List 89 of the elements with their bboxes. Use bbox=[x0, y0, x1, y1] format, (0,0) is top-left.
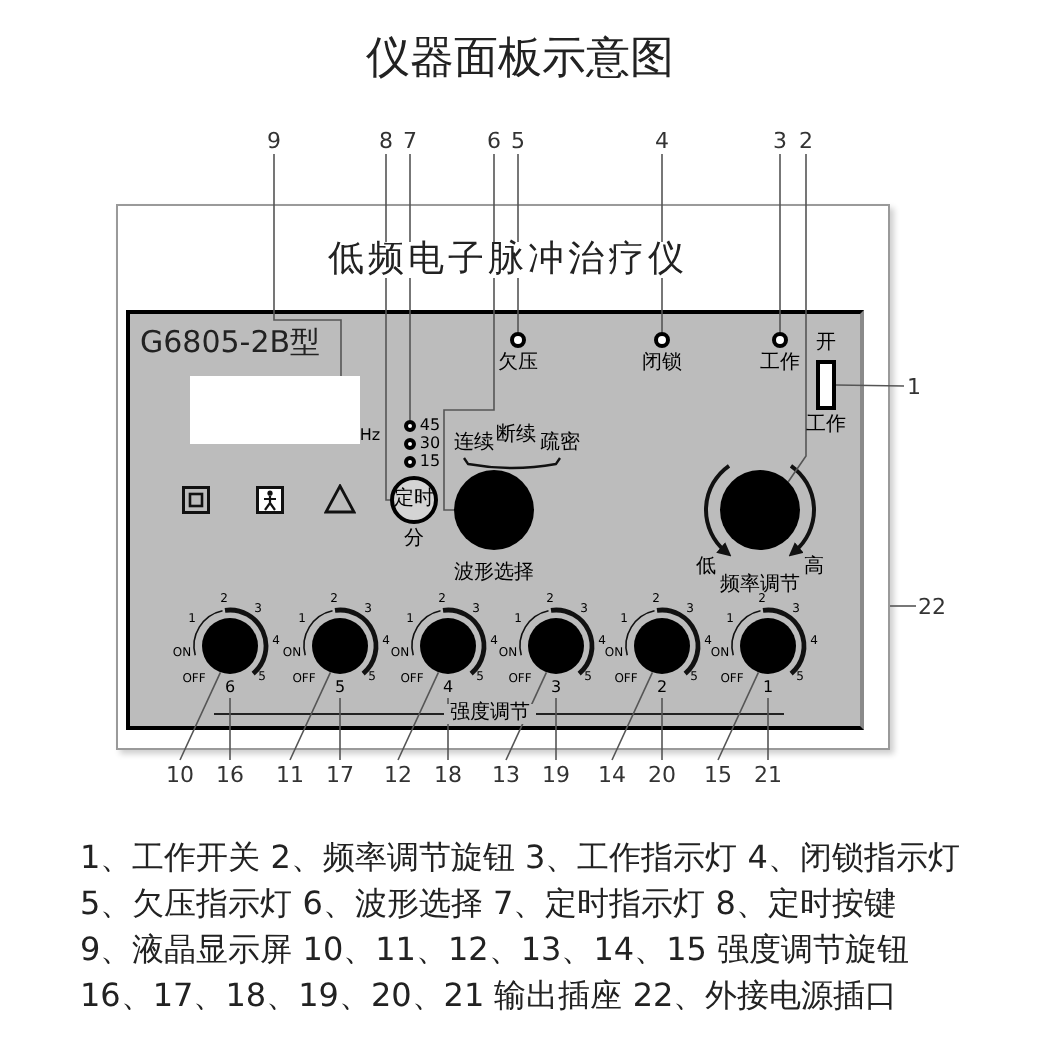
scale-label: 连续 bbox=[454, 434, 494, 454]
note-text: 16、17、18、19、20、21 输出插座 22、外接电源插口 bbox=[80, 978, 900, 1014]
leader-line bbox=[443, 153, 495, 511]
callout-number: 2 bbox=[794, 126, 818, 154]
callout-number: 7 bbox=[398, 126, 422, 154]
callout-number: 6 bbox=[482, 126, 506, 154]
leader-line bbox=[779, 153, 781, 333]
leader-line bbox=[661, 697, 663, 761]
part-caption: 闭锁 bbox=[642, 354, 682, 374]
model-label: G6805-2B型 bbox=[140, 328, 321, 358]
leader-line bbox=[229, 697, 231, 761]
socket-number: 6 bbox=[222, 676, 238, 698]
scale-label: 疏密 bbox=[540, 434, 580, 454]
callout-number: 10 bbox=[166, 760, 194, 788]
indicator-led bbox=[404, 456, 416, 468]
part-caption: 工作 bbox=[806, 416, 846, 436]
leader-line bbox=[835, 384, 905, 387]
callout-number: 13 bbox=[492, 760, 520, 788]
indicator-led bbox=[510, 332, 526, 348]
leader-line bbox=[787, 153, 807, 483]
diagram-title: 仪器面板示意图 bbox=[364, 32, 676, 87]
socket-number: 1 bbox=[760, 676, 776, 698]
note-text: 5、欠压指示灯 6、波形选择 7、定时指示灯 8、定时按键 bbox=[80, 886, 898, 922]
leader-line bbox=[385, 153, 391, 501]
part-caption: 分 bbox=[404, 530, 424, 550]
indicator-led bbox=[654, 332, 670, 348]
part-caption: 欠压 bbox=[498, 354, 538, 374]
control-knob bbox=[454, 470, 534, 550]
note-text: 9、液晶显示屏 10、11、12、13、14、15 强度调节旋钮 bbox=[80, 932, 912, 968]
leader-line bbox=[611, 671, 654, 761]
callout-number: 3 bbox=[768, 126, 792, 154]
callout-number: 18 bbox=[434, 760, 462, 788]
part-caption: 开 bbox=[816, 334, 836, 354]
callout-number: 11 bbox=[276, 760, 304, 788]
lcd-screen bbox=[190, 376, 360, 444]
callout-number: 22 bbox=[916, 592, 948, 620]
leader-line bbox=[273, 153, 342, 377]
device-case bbox=[116, 204, 890, 750]
front-panel bbox=[126, 310, 864, 730]
indicator-led bbox=[772, 332, 788, 348]
control-knob bbox=[420, 618, 476, 674]
leader-line bbox=[889, 605, 917, 607]
part-caption: 波形选择 bbox=[454, 564, 534, 584]
callout-number: 9 bbox=[262, 126, 286, 154]
callout-number: 17 bbox=[326, 760, 354, 788]
control-knob bbox=[720, 470, 800, 550]
bracket-label: 强度调节 bbox=[444, 704, 536, 724]
callout-number: 20 bbox=[648, 760, 676, 788]
leader-line bbox=[767, 697, 769, 761]
callout-number: 16 bbox=[216, 760, 244, 788]
device-name: 低频电子脉冲治疗仪 bbox=[328, 242, 688, 278]
socket-number: 3 bbox=[548, 676, 564, 698]
socket-number: 2 bbox=[654, 676, 670, 698]
scale-label: Hz bbox=[359, 428, 381, 444]
scale-label: 断续 bbox=[496, 426, 536, 446]
control-knob bbox=[528, 618, 584, 674]
part-caption: 低 bbox=[696, 558, 716, 578]
callout-number: 5 bbox=[506, 126, 530, 154]
callout-number: 12 bbox=[384, 760, 412, 788]
socket-number: 4 bbox=[440, 676, 456, 698]
part-caption: 频率调节 bbox=[720, 576, 800, 596]
indicator-led bbox=[404, 438, 416, 450]
callout-number: 14 bbox=[598, 760, 626, 788]
part-caption: 45 bbox=[419, 418, 441, 434]
callout-number: 15 bbox=[704, 760, 732, 788]
part-caption: 30 bbox=[419, 436, 441, 452]
callout-number: 4 bbox=[650, 126, 674, 154]
control-knob bbox=[202, 618, 258, 674]
part-caption: 工作 bbox=[760, 354, 800, 374]
leader-line bbox=[397, 671, 440, 761]
indicator-led bbox=[404, 420, 416, 432]
control-knob bbox=[312, 618, 368, 674]
control-knob bbox=[740, 618, 796, 674]
socket-number: 5 bbox=[332, 676, 348, 698]
timer-button: 定时 bbox=[390, 476, 438, 524]
leader-line bbox=[339, 697, 341, 761]
callout-number: 21 bbox=[754, 760, 782, 788]
leader-line bbox=[717, 671, 760, 761]
note-text: 1、工作开关 2、频率调节旋钮 3、工作指示灯 4、闭锁指示灯 bbox=[80, 840, 962, 876]
power-switch bbox=[816, 360, 836, 410]
control-knob bbox=[634, 618, 690, 674]
leader-line bbox=[289, 671, 332, 761]
callout-number: 19 bbox=[542, 760, 570, 788]
leader-line bbox=[179, 671, 222, 761]
part-caption: 高 bbox=[804, 558, 824, 578]
callout-number: 1 bbox=[904, 372, 924, 400]
leader-line bbox=[555, 697, 557, 761]
part-caption: 15 bbox=[419, 454, 441, 470]
callout-number: 8 bbox=[374, 126, 398, 154]
